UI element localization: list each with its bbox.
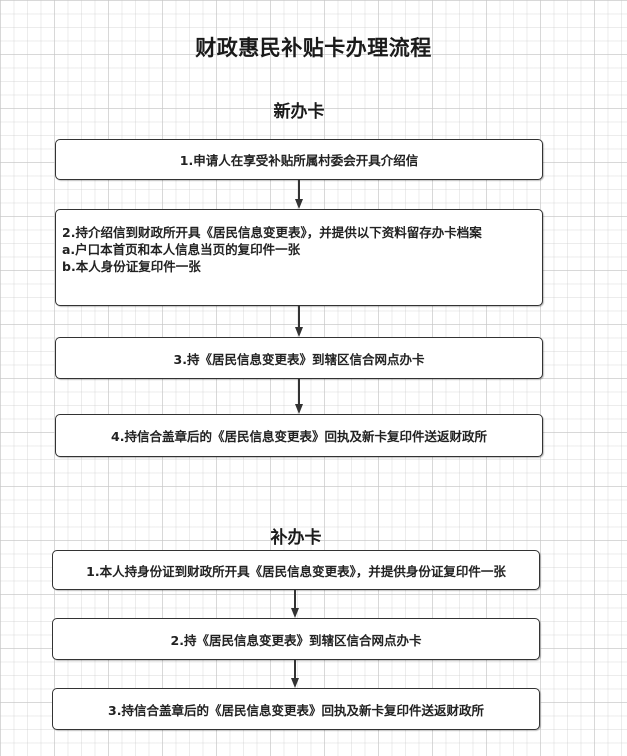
new-card-step-4[interactable]: 4.持信合盖章后的《居民信息变更表》回执及新卡复印件送返财政所 [55,414,543,457]
step-text: 3.持《居民信息变更表》到辖区信合网点办卡 [173,351,425,367]
new-card-step-1[interactable]: 1.申请人在享受补贴所属村委会开具介绍信 [55,139,543,180]
step-text: 4.持信合盖章后的《居民信息变更表》回执及新卡复印件送返财政所 [111,429,487,444]
step-text-line: a.户口本首页和本人信息当页的复印件一张 [62,242,301,257]
new-card-step-3[interactable]: 3.持《居民信息变更表》到辖区信合网点办卡 [55,337,543,379]
step-text-line: b.本人身份证复印件一张 [62,259,201,274]
step-text: 2.持《居民信息变更表》到辖区信合网点办卡 [170,632,422,648]
step-text: 3.持信合盖章后的《居民信息变更表》回执及新卡复印件送返财政所 [108,702,484,718]
page-title: 财政惠民补贴卡办理流程 [195,36,432,60]
step-text-line: 2.持介绍信到财政所开具《居民信息变更表》，并提供以下资料留存办卡档案 [62,225,482,240]
step-text: 1.申请人在享受补贴所属村委会开具介绍信 [179,153,419,168]
reissue-card-heading: 补办卡 [270,528,322,548]
reissue-card-step-1[interactable]: 1.本人持身份证到财政所开具《居民信息变更表》，并提供身份证复印件一张 [52,550,540,590]
reissue-card-step-3[interactable]: 3.持信合盖章后的《居民信息变更表》回执及新卡复印件送返财政所 [52,688,540,730]
new-card-step-2[interactable]: 2.持介绍信到财政所开具《居民信息变更表》，并提供以下资料留存办卡档案 a.户口… [55,209,543,306]
reissue-card-step-2[interactable]: 2.持《居民信息变更表》到辖区信合网点办卡 [52,618,540,660]
step-text: 1.本人持身份证到财政所开具《居民信息变更表》，并提供身份证复印件一张 [86,563,506,579]
new-card-heading: 新办卡 [273,102,325,122]
